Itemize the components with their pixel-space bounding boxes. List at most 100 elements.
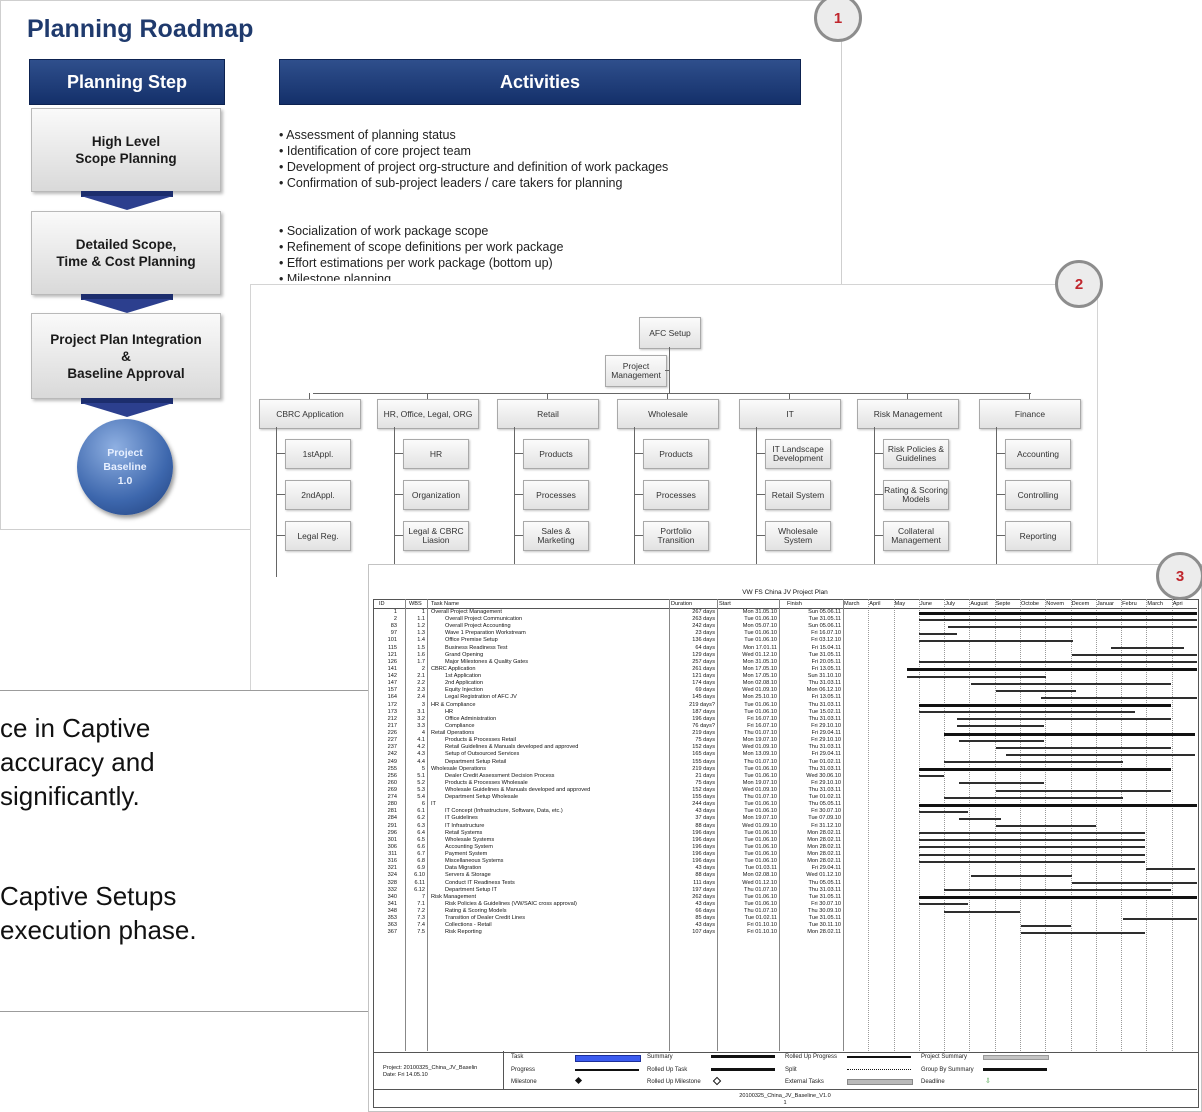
partially-hidden-text-box: ce in Captive accuracy and significantly… [0, 690, 371, 1012]
gantt-cell: Thu 31.03.11 [808, 680, 841, 687]
gantt-task-bar [919, 775, 944, 778]
gantt-cell: Fri 13.05.11 [811, 665, 841, 672]
gantt-cell: Tue 01.06.10 [744, 829, 777, 836]
gantt-cell: 249 [387, 758, 397, 765]
chevron-bar [81, 398, 173, 404]
gantt-task-name: Equity Injection [445, 687, 483, 694]
gantt-cell: Wed 01.09.10 [742, 744, 777, 751]
gantt-cell: 301 [387, 836, 397, 843]
connector [394, 453, 403, 454]
gantt-task-name: Legal Registration of AFC JV [445, 694, 517, 701]
gantt-cell: Tue 01.06.10 [744, 637, 777, 644]
gantt-task-name: Wholesale Systems [445, 836, 495, 843]
gantt-task-name: Dealer Credit Assessment Decision Proces… [445, 772, 555, 779]
gantt-cell: 152 days [692, 744, 715, 751]
gantt-cell: 7.3 [417, 915, 425, 922]
org-item: Controlling [1005, 480, 1071, 510]
connector [313, 393, 1031, 394]
gantt-cell: 88 days [695, 822, 715, 829]
connector [514, 535, 523, 536]
gantt-task-name: Wave 1 Preparation Workstream [445, 630, 526, 637]
gantt-cell: 37 days [695, 815, 715, 822]
gantt-cell: 111 days [693, 879, 715, 886]
gantt-task-bar [1040, 696, 1197, 699]
gantt-summary-bar [919, 704, 1172, 708]
gantt-cell: 324 [387, 872, 397, 879]
gantt-cell: 196 days [692, 858, 715, 865]
gantt-cell: 332 [387, 886, 397, 893]
gantt-gridline [1020, 599, 1022, 1051]
gantt-cell: Mon 28.02.11 [807, 843, 841, 850]
footer-filename: 20100325_China_JV_Baseline_V1.0 [739, 1093, 831, 1099]
gantt-task-bar [919, 903, 969, 906]
gantt-task-bar [1020, 924, 1071, 927]
body-text-line: ce in Captive [0, 713, 151, 743]
connector [514, 453, 523, 454]
gantt-cell: 1.7 [417, 658, 425, 665]
gantt-task-bar [1110, 647, 1184, 650]
legend-rolled-up-milestone: Rolled Up Milestone [647, 1079, 701, 1085]
gantt-cell: Mon 19.07.10 [742, 815, 777, 822]
activity-item: • Effort estimations per work package (b… [279, 256, 553, 270]
connector [634, 494, 643, 495]
gantt-cell: 75 days [695, 779, 715, 786]
gantt-cell: 196 days [692, 843, 715, 850]
gantt-cell: 121 days [692, 673, 715, 680]
gantt-cell: Mon 02.08.10 [742, 872, 777, 879]
activities-header: Activities [279, 59, 801, 105]
org-item: Processes [643, 480, 709, 510]
gantt-month-header: Novem [1046, 601, 1064, 607]
gantt-cell: 306 [387, 843, 397, 850]
gantt-cell: 2.1 [417, 673, 425, 680]
gantt-task-name: Department Setup IT [445, 886, 497, 893]
gantt-col-divider [405, 599, 406, 1051]
chevron-down-icon [81, 299, 173, 313]
gantt-cell: 6 [421, 801, 425, 808]
gantt-cell: Fri 16.07.10 [747, 722, 777, 729]
org-item: Products [523, 439, 589, 469]
gantt-cell: Fri 16.07.10 [811, 630, 841, 637]
gantt-gridline [1121, 599, 1123, 1051]
gantt-task-bar [947, 625, 1197, 628]
footer-date: Date: Fri 14.05.10 [383, 1072, 428, 1078]
gantt-cell: 6.9 [417, 865, 425, 872]
gantt-cell: Tue 01.06.10 [744, 765, 777, 772]
connector [874, 427, 875, 577]
footer-project: Project: 20100325_China_JV_Baselin [383, 1065, 478, 1071]
gantt-cell: 4 [421, 730, 425, 737]
gantt-task-bar [956, 718, 1172, 721]
gantt-cell: 126 [387, 658, 397, 665]
gantt-title: VW FS China JV Project Plan [742, 589, 828, 596]
org-item: Sales & Marketing [523, 521, 589, 551]
gantt-cell: 7.5 [417, 929, 425, 936]
gantt-task-name: Risk Reporting [445, 929, 482, 936]
gantt-header-rule [373, 608, 1197, 609]
planning-step-header: Planning Step [29, 59, 225, 105]
planning-roadmap-slide: Planning Roadmap Planning Step Activitie… [0, 0, 842, 530]
gantt-cell: 2.2 [417, 680, 425, 687]
gantt-cell: 7.2 [417, 908, 425, 915]
gantt-task-name: Overall Project Communication [445, 616, 523, 623]
gantt-task-name: IT Infrastructure [445, 822, 485, 829]
activity-item: • Socialization of work package scope [279, 224, 489, 238]
gantt-cell: 219 days [692, 765, 715, 772]
gantt-cell: 121 [387, 651, 397, 658]
org-item: Products [643, 439, 709, 469]
activities-group-2: • Socialization of work package scope • … [279, 223, 563, 281]
gantt-task-bar [919, 846, 1146, 849]
activity-item: • Confirmation of sub-project leaders / … [279, 176, 623, 190]
gantt-task-name: Miscellaneous Systems [445, 858, 504, 865]
gantt-cell: Mon 19.07.10 [742, 779, 777, 786]
gantt-cell: Tue 01.06.10 [744, 772, 777, 779]
gantt-cell: Tue 01.06.10 [744, 900, 777, 907]
gantt-cell: 76 days? [692, 722, 715, 729]
activity-item: • Refinement of scope definitions per wo… [279, 240, 564, 254]
gantt-cell: Tue 01.06.10 [744, 843, 777, 850]
connector [394, 427, 395, 577]
chevron-bar [81, 191, 173, 197]
gantt-cell: 7 [421, 893, 425, 900]
gantt-cell: Thu 05.05.11 [808, 801, 841, 808]
legend-rolled-up-progress-swatch [847, 1056, 911, 1058]
gantt-cell: 197 days [692, 886, 715, 893]
